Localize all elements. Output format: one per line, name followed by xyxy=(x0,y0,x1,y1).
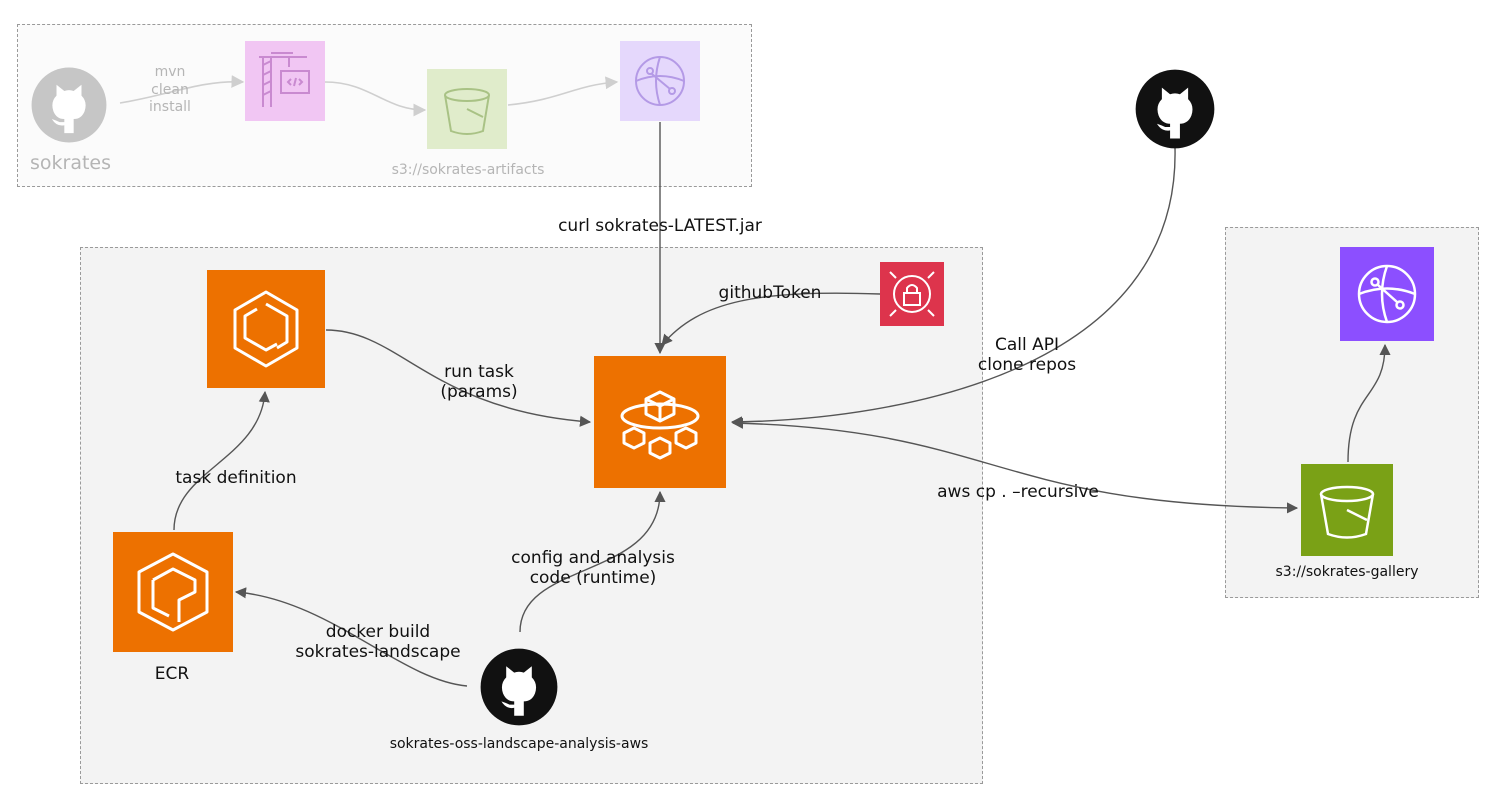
gallery-cloudfront-icon xyxy=(1340,247,1434,341)
edge-artifacts-to-cloudfront xyxy=(507,76,619,106)
edge-run-task xyxy=(325,329,592,427)
config-runtime-label: config and analysis code (runtime) xyxy=(511,548,675,589)
docker-build-label: docker build sokrates-landscape xyxy=(295,622,461,663)
github-repo-icon xyxy=(479,647,559,727)
edge-repo-to-codebuild xyxy=(119,75,245,104)
edge-docker-build xyxy=(234,587,468,687)
edge-aws-cp xyxy=(731,417,1299,514)
gallery-bucket-label: s3://sokrates-gallery xyxy=(1275,564,1419,580)
build-step-label: mvn clean install xyxy=(149,64,191,115)
ecr-label: ECR xyxy=(154,664,190,684)
fargate-icon xyxy=(594,356,726,488)
edge-github-token xyxy=(661,292,881,346)
ecr-icon xyxy=(113,532,233,652)
github-icon xyxy=(30,66,108,144)
edge-config-runtime xyxy=(519,490,666,633)
repo-label: sokrates-oss-landscape-analysis-aws xyxy=(389,736,649,752)
edge-codebuild-to-artifacts xyxy=(324,81,427,117)
gallery-s3-bucket-icon xyxy=(1301,464,1393,556)
s3-bucket-icon xyxy=(427,69,507,149)
curl-jar-label: curl sokrates-LATEST.jar xyxy=(558,216,762,236)
github-token-label: githubToken xyxy=(718,283,822,303)
cloudfront-icon xyxy=(620,41,700,121)
artifacts-bucket-label: s3://sokrates-artifacts xyxy=(391,162,545,178)
secrets-manager-icon xyxy=(880,262,944,326)
codebuild-icon xyxy=(245,41,325,121)
aws-cp-label: aws cp . –recursive xyxy=(937,482,1099,502)
build-repo-label: sokrates xyxy=(30,152,112,174)
task-definition-label: task definition xyxy=(175,468,297,488)
edge-task-definition xyxy=(173,390,270,531)
ecs-icon xyxy=(207,270,325,388)
run-task-label: run task (params) xyxy=(440,362,518,403)
edge-s3-to-cloudfront xyxy=(1347,343,1391,463)
github-api-icon xyxy=(1134,68,1216,150)
call-api-label: Call API clone repos xyxy=(977,335,1077,376)
